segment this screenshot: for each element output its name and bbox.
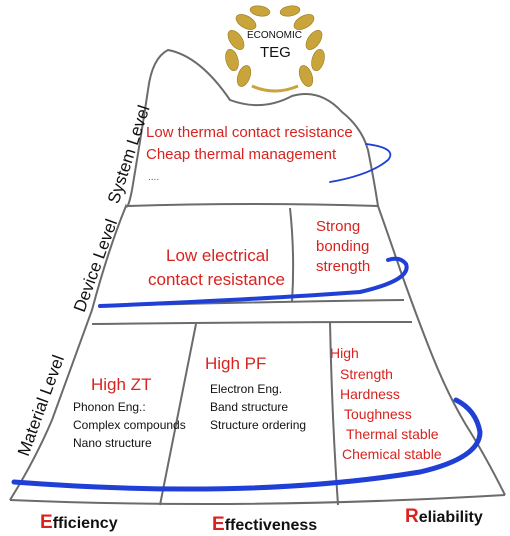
spiral-line [11, 143, 483, 492]
footer-effectiveness: Effectiveness [212, 514, 318, 535]
laurel-wreath-icon [225, 5, 325, 93]
zt-title: High ZT [91, 375, 152, 394]
zt-line1: Phonon Eng.: [73, 400, 146, 414]
rel-line2: Strength [340, 366, 393, 382]
rel-line4: Toughness [344, 406, 412, 422]
rel-line3: Hardness [340, 386, 400, 402]
pyramid-outline [9, 48, 506, 506]
footer-efficiency: Efficiency [40, 512, 118, 533]
rel-line1: High [330, 345, 359, 361]
system-more: .... [148, 172, 160, 183]
footer-reliability: Reliability [405, 506, 483, 527]
pf-line1: Electron Eng. [210, 382, 283, 396]
rel-line5: Thermal stable [346, 426, 439, 442]
system-line1: Low thermal contact resistance [146, 124, 353, 141]
device-right-line2: bonding [316, 238, 370, 255]
badge-line1: ECONOMIC [247, 30, 302, 41]
device-right-line1: Strong [316, 218, 361, 235]
pf-title: High PF [205, 354, 267, 373]
badge-line2: TEG [260, 44, 291, 61]
device-left-line2: contact resistance [148, 270, 286, 289]
rel-line6: Chemical stable [342, 446, 442, 462]
device-left-line1: Low electrical [166, 246, 269, 265]
system-line2: Cheap thermal management [146, 146, 337, 163]
pf-line3: Structure ordering [210, 418, 307, 432]
device-right-line3: strength [316, 258, 371, 275]
zt-line2: Complex compounds [73, 418, 186, 432]
zt-line3: Nano structure [73, 436, 152, 450]
pf-line2: Band structure [210, 400, 289, 414]
